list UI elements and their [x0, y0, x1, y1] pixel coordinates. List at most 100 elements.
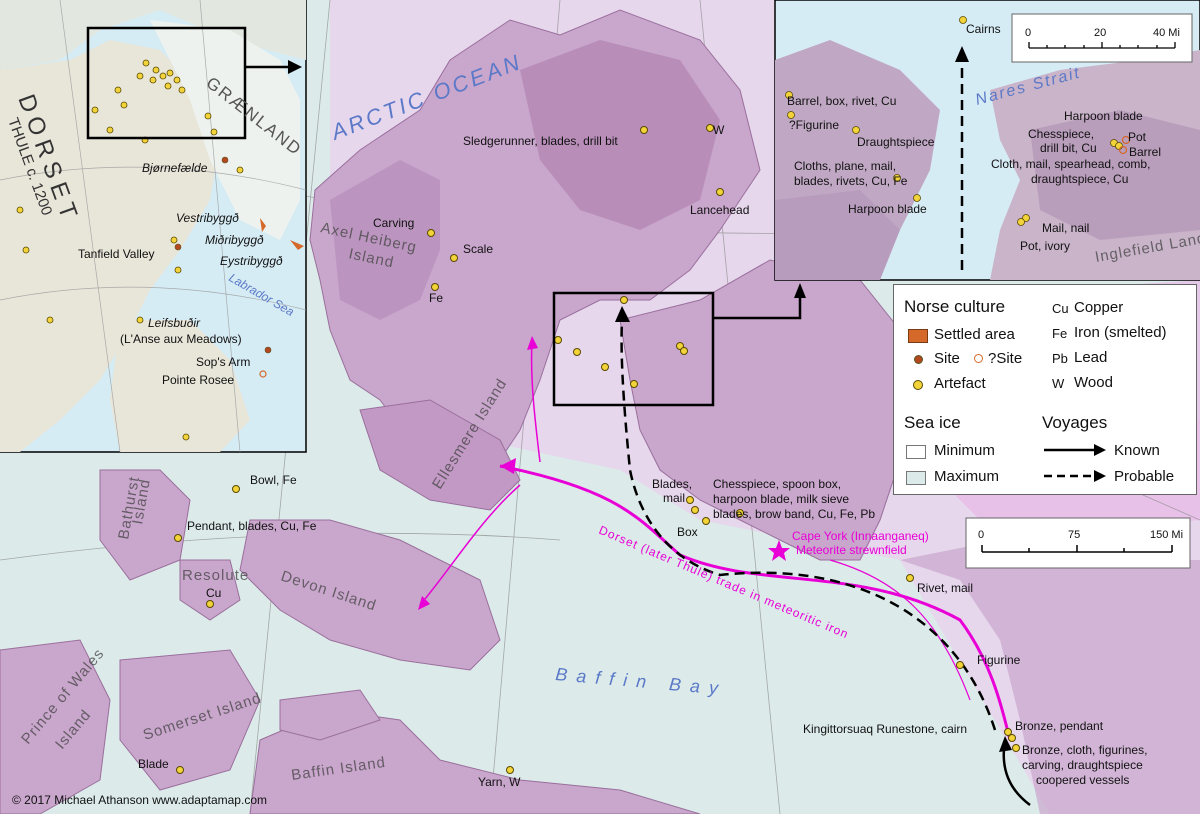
legend-fe-label: Iron (smelted) [1074, 324, 1167, 341]
main-scale-bar [965, 517, 1191, 569]
site-pendant: Pendant, blades, Cu, Fe [187, 519, 317, 533]
inset-barrel: Barrel, box, rivet, Cu [787, 94, 896, 108]
site-dot-icon [914, 355, 923, 364]
probable-voyage-arrow-icon [1044, 470, 1106, 482]
inset-pot: Pot [1128, 130, 1147, 144]
inset-cairns: Cairns [966, 22, 1001, 36]
meteorite-label: Meteorite strewnfield [796, 543, 907, 557]
inset-chesspiece: Chesspiece, [1028, 127, 1094, 141]
site-bowl: Bowl, Fe [250, 473, 297, 487]
meteorite-star-icon [768, 540, 790, 561]
lanse-label: (L'Anse aux Meadows) [120, 332, 242, 346]
trade-route-coast [829, 559, 971, 701]
trade-route-devon [419, 484, 521, 606]
inset-voyage-arrow [955, 46, 969, 62]
inset-cloth-2: draughtspiece, Cu [1031, 172, 1128, 186]
legend-pb-code: Pb [1052, 351, 1068, 366]
legend-qsite: ?Site [988, 350, 1023, 367]
inset-cloth: Cloth, mail, spearhead, comb, [991, 157, 1150, 171]
legend-probable: Probable [1114, 468, 1175, 485]
inset-cloths-2: blades, rivets, Cu, Fe [794, 174, 908, 188]
inset-pointer-arrow [794, 283, 806, 298]
site-sledgerunner: Sledgerunner, blades, drill bit [463, 134, 618, 148]
site-box: Box [677, 525, 698, 539]
maximum-ice-swatch [906, 471, 926, 485]
legend-artefact: Artefact [934, 375, 986, 392]
tanfield-label: Tanfield Valley [78, 247, 155, 261]
inset-scale-tick-1: 20 [1094, 27, 1106, 39]
inset-scale-bar [1011, 13, 1193, 63]
artefact-dots [174, 124, 1020, 774]
artefact-dot-icon [913, 380, 923, 390]
site-blades-mail: Blades, [652, 477, 692, 491]
prince-of-wales-island [0, 639, 111, 814]
inset-cloths: Cloths, plane, mail, [794, 159, 896, 173]
legend-fe-code: Fe [1052, 326, 1068, 341]
sops-arm-label: Sop's Arm [196, 355, 250, 369]
legend-site: Site [934, 350, 960, 367]
inset-right-qsites [1118, 135, 1131, 155]
main-scale-tick-2: 150 Mi [1150, 529, 1183, 541]
left-inset [0, 0, 307, 453]
site-yarn: Yarn, W [478, 775, 521, 789]
probable-voyage-arrow [615, 306, 630, 322]
minimum-ice-swatch [906, 445, 926, 459]
legend-pb-label: Lead [1074, 349, 1108, 366]
inset-scale-tick-2: 40 Mi [1153, 27, 1180, 39]
pointe-rosee-label: Pointe Rosee [162, 373, 234, 387]
known-voyage-arrow [999, 736, 1012, 752]
vestribyggd-label: Vestribyggð [176, 211, 239, 225]
site-bronze: Bronze, cloth, figurines, [1022, 743, 1147, 757]
resolute-label: Resolute [182, 567, 249, 584]
inset-scale-tick-0: 0 [1025, 27, 1031, 39]
qsite-ring-icon [974, 354, 983, 363]
legend-seaice-title: Sea ice [904, 413, 961, 432]
cape-york-label: Cape York (Innaanganeq) [792, 529, 929, 543]
site-bronze-pendant: Bronze, pendant [1015, 719, 1104, 733]
main-scale-tick-0: 0 [978, 529, 984, 541]
somerset-island [119, 649, 261, 791]
legend-cu-code: Cu [1052, 301, 1069, 316]
inset-mail-nail: Mail, nail [1042, 221, 1089, 235]
legend-voyages-title: Voyages [1042, 413, 1108, 432]
legend-w-code: W [1052, 376, 1065, 391]
site-w-north: W [713, 123, 725, 137]
site-blades-mail-2: mail [663, 491, 685, 505]
leifsbudir-label: Leifsbuðir [148, 316, 201, 330]
trade-route-devon-arrow [418, 596, 430, 610]
main-scale-tick-1: 75 [1068, 529, 1080, 541]
inset-harpoon-right: Harpoon blade [1064, 109, 1143, 123]
site-rivet-mail: Rivet, mail [917, 581, 973, 595]
inset-harpoon-left: Harpoon blade [848, 202, 927, 216]
legend-w-label: Wood [1074, 374, 1113, 391]
midribyggd-label: Miðribyggð [205, 233, 264, 247]
site-figurine: Figurine [977, 653, 1021, 667]
site-bronze-3: coopered vessels [1036, 773, 1129, 787]
inset-figurine: ?Figurine [789, 118, 839, 132]
ellesmere-highlands [520, 40, 720, 230]
site-cu-resolute: Cu [206, 586, 221, 600]
legend-cu-label: Copper [1074, 299, 1124, 316]
site-bronze-2: carving, draughtspiece [1022, 758, 1143, 772]
site-chesspiece-3: blades, brow band, Cu, Fe, Pb [713, 507, 875, 521]
inset-pot-ivory: Pot, ivory [1020, 239, 1070, 253]
credit-label: © 2017 Michael Athanson www.adaptamap.co… [12, 793, 267, 807]
legend-norse-title: Norse culture [904, 297, 1006, 316]
site-blade: Blade [138, 757, 169, 771]
inset-extent-box [552, 291, 715, 407]
site-chesspiece-2: harpoon blade, milk sieve [713, 492, 849, 506]
bylot-island [279, 689, 381, 741]
legend: Norse culture Settled area Site ?Site Ar… [893, 284, 1197, 495]
cornwallis-island [179, 559, 241, 621]
devon-island [239, 519, 501, 671]
site-runestone: Kingittorsuaq Runestone, cairn [803, 722, 967, 736]
site-scale: Scale [463, 242, 493, 256]
trade-route-north [530, 339, 541, 463]
greenland-west-coast [900, 540, 1200, 814]
site-chesspiece: Chesspiece, spoon box, [713, 477, 841, 491]
axel-heiberg-island [330, 160, 440, 320]
ellesmere-south [359, 399, 521, 511]
inset-chesspiece-2: drill bit, Cu [1040, 141, 1097, 155]
settled-area-swatch [908, 329, 928, 343]
